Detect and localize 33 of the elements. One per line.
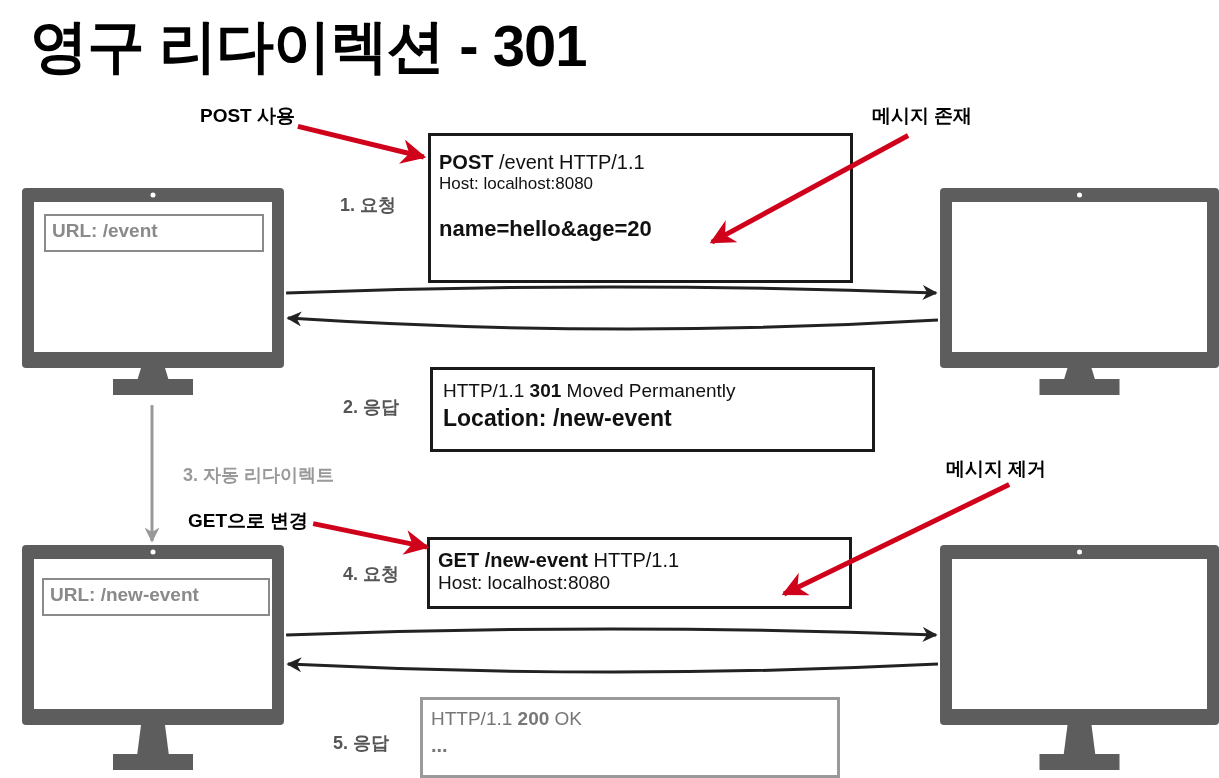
arrow [286,657,939,674]
arrow [286,284,938,300]
message-line: Host: localhost:8080 [439,174,595,195]
address-field: URL: /new-event [42,578,270,616]
message-line: Host: localhost:8080 [438,572,612,595]
step-label: 5. 응답 [333,732,389,755]
message-line: name=hello&age=20 [439,216,653,243]
address-field: URL: /event [44,214,264,252]
message-line: GET /new-event HTTP/1.1 [438,548,681,572]
annotation: 메시지 존재 [872,103,973,129]
message-line: HTTP/1.1 200 OK [431,708,583,731]
arrow [781,482,1011,597]
step-label: 1. 요청 [340,194,396,217]
title: 영구 리다이렉션 - 301 [30,12,587,80]
message-box [430,367,875,452]
arrow [144,405,160,543]
annotation: POST 사용 [200,103,295,129]
arrow [297,123,427,164]
arrow [286,311,939,331]
message-line: POST /event HTTP/1.1 [439,150,646,174]
message-box [427,537,852,609]
annotation: GET으로 변경 [188,508,309,534]
message-box [420,697,840,778]
message-line: HTTP/1.1 301 Moved Permanently [443,380,737,403]
message-box [428,133,853,283]
arrow [709,133,910,245]
arrow [312,521,430,555]
step-label: 2. 응답 [343,396,399,419]
annotation: 메시지 제거 [946,456,1047,482]
arrow [286,626,938,642]
step-label: 4. 요청 [343,563,399,586]
message-line: ... [431,732,449,757]
message-line: Location: /new-event [443,404,673,433]
